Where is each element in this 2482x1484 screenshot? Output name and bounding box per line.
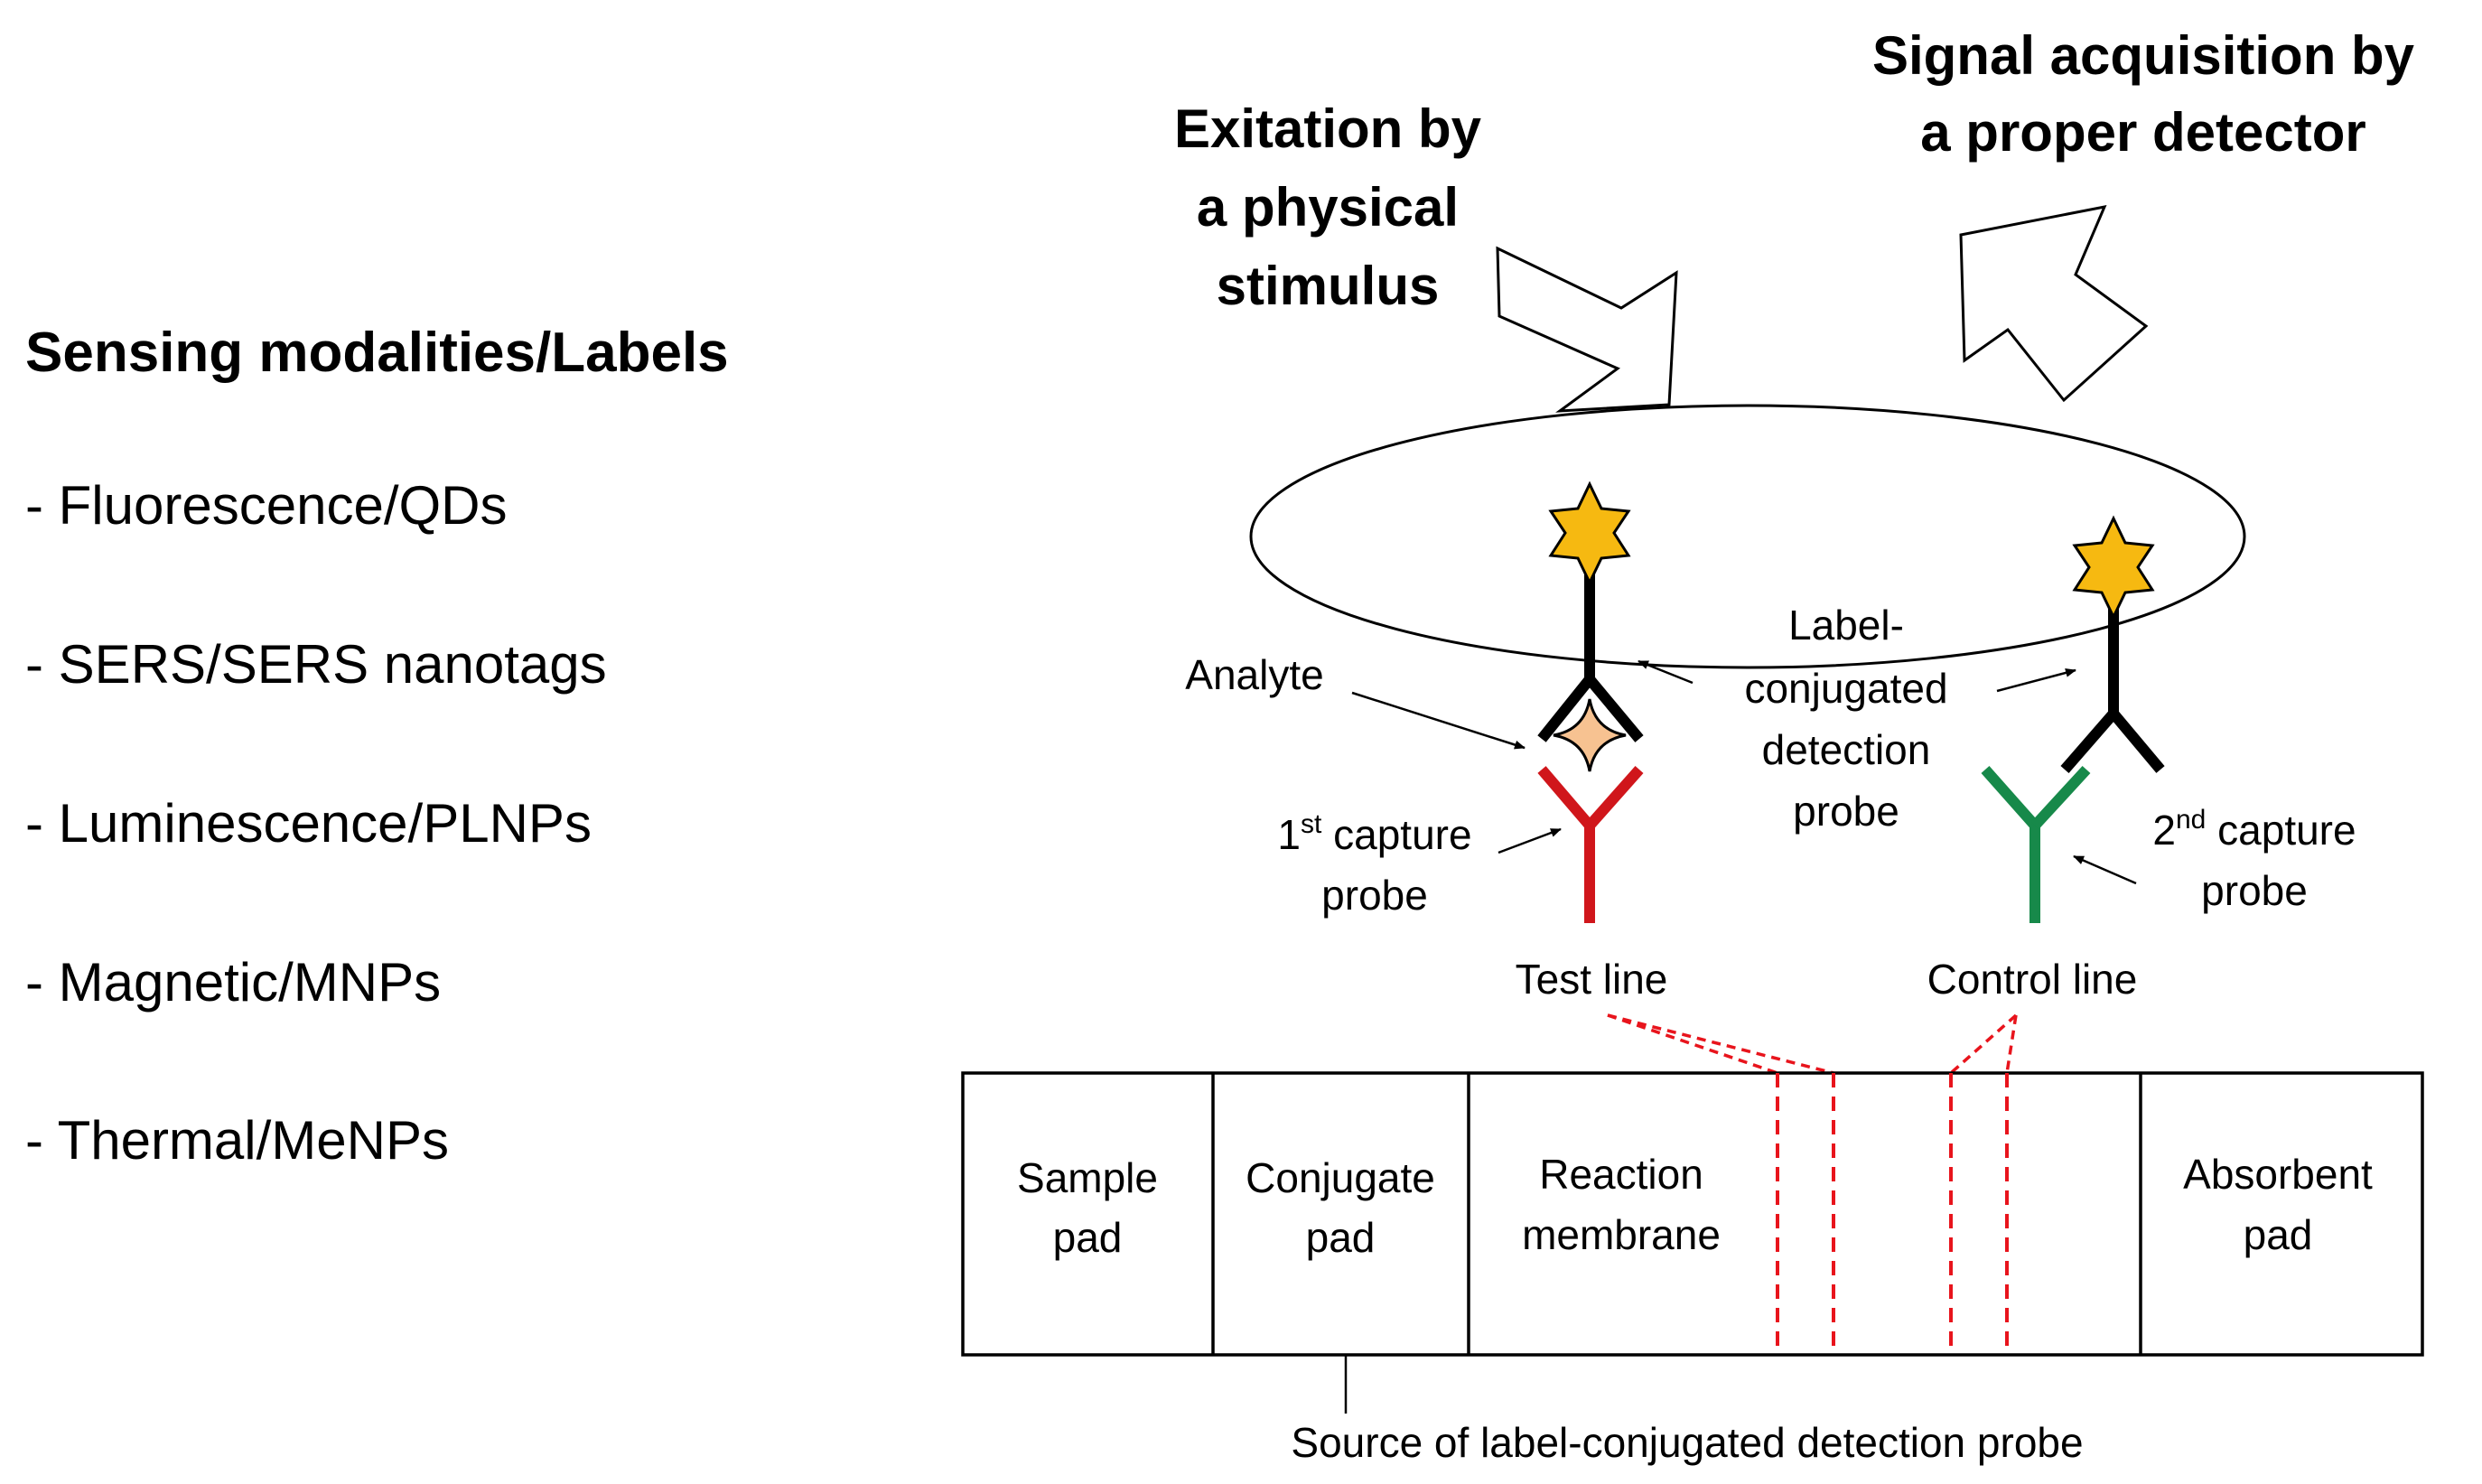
absorbent-pad-line-1: Absorbent — [2183, 1151, 2373, 1198]
label-probe-line-2: conjugated — [1744, 665, 1947, 712]
label-probe-line-3: detection — [1762, 726, 1931, 773]
label-star-1-icon — [1548, 481, 1631, 586]
projection-lines — [1607, 1013, 2018, 1075]
label-star-2-icon — [2072, 515, 2155, 621]
list-item-fluorescence: - Fluorescence/QDs — [25, 475, 508, 536]
acquisition-line-2: a proper detector — [1920, 102, 2365, 163]
capture-probe-2-line-2: probe — [2201, 867, 2308, 914]
excitation-line-2: a physical — [1197, 177, 1459, 238]
reaction-membrane-line-2: membrane — [1522, 1211, 1721, 1258]
analyte-label: Analyte — [1185, 651, 1323, 698]
acquisition-arrow-icon — [1959, 204, 2149, 403]
detection-antibody-1-icon — [1537, 574, 1644, 742]
control-line-assembly — [1981, 515, 2165, 923]
label-ellipse — [1249, 404, 2246, 669]
capture-antibody-2-icon — [1981, 765, 2091, 923]
absorbent-pad-line-2: pad — [2244, 1211, 2313, 1258]
conjugate-pad-line-1: Conjugate — [1246, 1154, 1435, 1201]
list-item-magnetic: - Magnetic/MNPs — [25, 952, 442, 1013]
list-item-sers: - SERS/SERS nanotags — [25, 634, 607, 695]
capture-probe-2-number: 2 — [2152, 807, 2176, 854]
acquisition-title: Signal acquisition by a proper detector — [1872, 25, 2415, 163]
excitation-line-3: stimulus — [1217, 256, 1440, 316]
list-heading: Sensing modalities/Labels — [25, 322, 729, 384]
capture-probe-1-number: 1 — [1277, 811, 1301, 858]
capture-probe-1-sup: st — [1301, 809, 1322, 839]
sample-pad-line-2: pad — [1053, 1214, 1123, 1261]
reaction-membrane-line-1: Reaction — [1539, 1151, 1703, 1198]
capture-probe-2-sup: nd — [2176, 805, 2206, 835]
probe-labels: Analyte Label- conjugated detection prob… — [1185, 602, 2356, 1466]
control-line-label: Control line — [1927, 956, 2138, 1003]
excitation-arrow-icon — [1496, 246, 1678, 413]
excitation-line-1: Exitation by — [1174, 98, 1482, 159]
strip-test-control-bands — [1776, 1073, 2009, 1355]
list-item-thermal: - Thermal/MeNPs — [25, 1110, 449, 1171]
label-probe-line-4: probe — [1793, 788, 1899, 835]
analyte-icon — [1553, 698, 1627, 772]
capture-probe-2-text: capture — [2206, 807, 2356, 854]
capture-probe-2-label: 2nd capture — [2152, 805, 2356, 854]
lateral-flow-strip: Sample pad Conjugate pad Reaction membra… — [961, 1071, 2424, 1357]
test-line-label: Test line — [1516, 956, 1668, 1003]
sample-pad-line-1: Sample — [1017, 1154, 1158, 1201]
capture-probe-1-text: capture — [1321, 811, 1471, 858]
label-probe-line-1: Label- — [1788, 602, 1904, 649]
acquisition-line-1: Signal acquisition by — [1872, 25, 2415, 86]
excitation-title: Exitation by a physical stimulus — [1174, 98, 1482, 316]
list-item-luminescence: - Luminescence/PLNPs — [25, 793, 592, 854]
strip-outline — [961, 1071, 2424, 1357]
capture-probe-1-line-2: probe — [1321, 872, 1428, 919]
capture-antibody-1-icon — [1537, 766, 1644, 923]
capture-probe-1-label: 1st capture — [1277, 809, 1471, 858]
conjugate-pad-line-2: pad — [1306, 1214, 1376, 1261]
source-label: Source of label-conjugated detection pro… — [1291, 1419, 2083, 1466]
test-line-assembly — [1537, 481, 1644, 923]
